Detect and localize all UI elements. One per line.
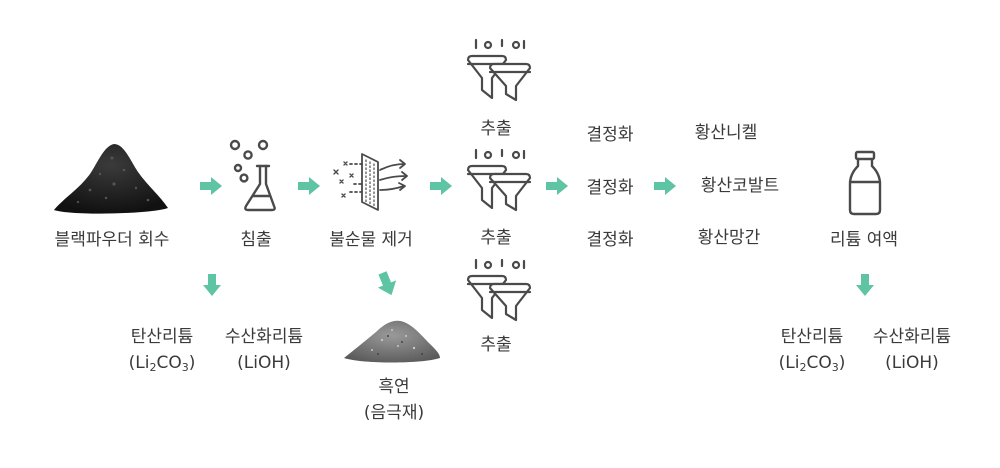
- arrow-down-icon: [203, 274, 221, 296]
- filter-icon: [330, 150, 414, 211]
- step-crystallization-label: 결정화: [586, 230, 634, 250]
- lithium-carbonate-right: 탄산리튬 (Li2CO3): [779, 324, 846, 381]
- black-powder-pile-icon: [52, 138, 170, 216]
- lithium-hydroxide-formula: (LiOH): [237, 353, 291, 373]
- bottle-icon: [848, 150, 882, 216]
- lithium-carbonate-name: 탄산리튬: [130, 327, 194, 347]
- step-crystallization-label: 결정화: [586, 125, 634, 145]
- arrow-down-diagonal-icon: [376, 271, 398, 296]
- arrow-right-icon: [654, 177, 676, 195]
- arrow-down-icon: [856, 274, 874, 296]
- step-impurity-removal-label: 불순물 제거: [329, 230, 413, 250]
- step-crystallization-label: 결정화: [586, 178, 634, 198]
- step-extraction-label: 추출: [480, 119, 512, 139]
- step-leaching-label: 침출: [240, 230, 272, 250]
- arrow-right-icon: [298, 177, 320, 195]
- funnel-icon: [466, 258, 532, 322]
- sulfate-cobalt-label: 황산코발트: [700, 176, 780, 196]
- funnel-icon: [466, 38, 532, 102]
- graphite-pile-icon: [342, 312, 442, 364]
- lithium-carbonate-left: 탄산리튬 (Li2CO3): [129, 324, 196, 381]
- lithium-carbonate-formula: (Li2CO3): [128, 353, 196, 374]
- flask-icon: [228, 139, 280, 214]
- graphite-note: (음극재): [363, 403, 425, 423]
- funnel-icon: [466, 148, 532, 212]
- sulfate-manganese-label: 황산망간: [697, 228, 761, 248]
- step-black-powder-label: 블랙파우더 회수: [54, 230, 170, 250]
- lithium-hydroxide-left: 수산화리튬 (LiOH): [225, 324, 303, 376]
- lithium-carbonate-formula: (Li2CO3): [778, 353, 846, 374]
- step-extraction-label: 추출: [480, 228, 512, 248]
- step-extraction-label: 추출: [480, 335, 512, 355]
- lithium-hydroxide-name: 수산화리튬: [872, 327, 952, 347]
- sulfate-nickel-label: 황산니켈: [694, 123, 758, 143]
- graphite-label: 흑연 (음극재): [364, 374, 424, 426]
- lithium-hydroxide-name: 수산화리튬: [224, 327, 304, 347]
- arrow-right-icon: [546, 177, 568, 195]
- graphite-name: 흑연: [378, 377, 410, 397]
- step-lithium-solution-label: 리튬 여액: [830, 230, 898, 250]
- lithium-hydroxide-right: 수산화리튬 (LiOH): [873, 324, 951, 376]
- lithium-carbonate-name: 탄산리튬: [780, 327, 844, 347]
- lithium-hydroxide-formula: (LiOH): [885, 353, 939, 373]
- arrow-right-icon: [430, 177, 452, 195]
- arrow-right-icon: [200, 177, 222, 195]
